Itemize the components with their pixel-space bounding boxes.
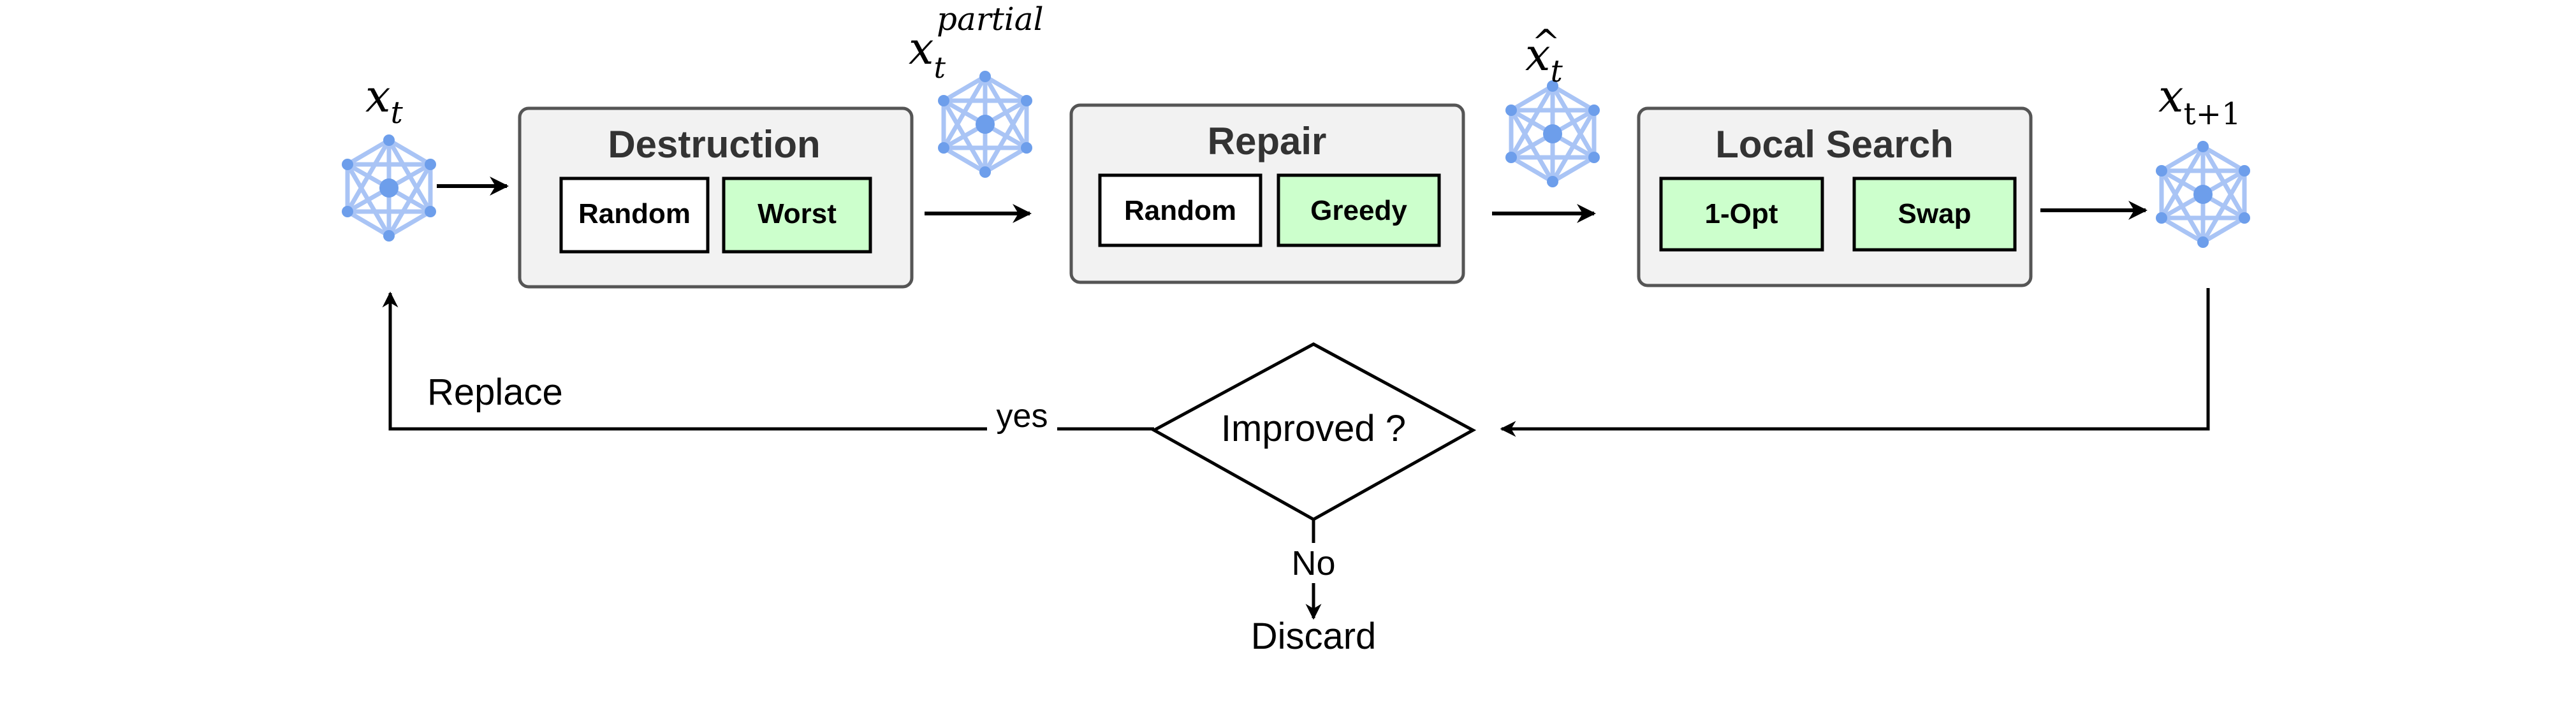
repair-title: Repair xyxy=(1208,120,1327,163)
svg-text:Random: Random xyxy=(1124,195,1236,226)
label-x-t: xt xyxy=(365,70,403,131)
arrow-decision-yes-to-xt xyxy=(382,291,1154,431)
destruction-option-random: Random xyxy=(559,177,710,254)
local-search-option-swap: Swap xyxy=(1852,177,2017,252)
solution-graph-icon-partial xyxy=(938,71,1032,178)
discard-label: Discard xyxy=(1251,616,1377,657)
local-search-stage: Local Search 1-Opt Swap xyxy=(1637,106,2033,287)
label-x-hat: xt xyxy=(1525,29,1563,89)
local-search-option-1-opt: 1-Opt xyxy=(1659,177,1824,252)
replace-label: Replace xyxy=(427,372,563,413)
arrow-xnext-to-decision xyxy=(1500,288,2210,437)
destruction-option-worst: Worst xyxy=(722,177,872,254)
yes-label: yes xyxy=(997,398,1048,435)
repair-stage: Repair Random Greedy xyxy=(1069,103,1465,284)
local-search-title: Local Search xyxy=(1715,123,1954,166)
svg-text:1-Opt: 1-Opt xyxy=(1705,198,1778,229)
svg-text:Random: Random xyxy=(578,198,691,229)
destruction-stage: Destruction Random Worst xyxy=(518,106,914,289)
no-label: No xyxy=(1291,544,1335,582)
decision-improved: Improved ? xyxy=(1150,342,1477,521)
label-x-partial: xtpartial xyxy=(909,1,1044,85)
svg-text:Greedy: Greedy xyxy=(1310,195,1407,226)
solution-graph-icon-xnext xyxy=(2156,141,2250,248)
svg-text:Worst: Worst xyxy=(757,198,837,229)
solution-graph-icon-xt xyxy=(342,134,436,242)
label-x-next: xt+1 xyxy=(2158,70,2241,132)
repair-option-random: Random xyxy=(1098,173,1262,247)
label-x-hat-accent: ^ xyxy=(1532,22,1560,62)
solution-graph-icon-xhat xyxy=(1505,80,1600,187)
svg-text:Swap: Swap xyxy=(1898,198,1972,229)
destruction-title: Destruction xyxy=(608,123,820,166)
decision-question: Improved ? xyxy=(1221,408,1406,449)
repair-option-greedy: Greedy xyxy=(1277,173,1441,247)
